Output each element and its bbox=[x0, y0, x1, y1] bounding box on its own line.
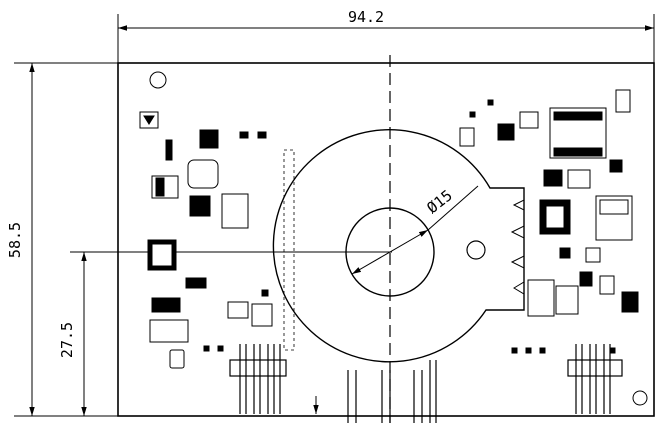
left-pin-header bbox=[229, 344, 287, 414]
right-pin-header bbox=[567, 344, 623, 414]
transformer-teeth bbox=[510, 199, 525, 295]
offset-dimension-label: 27.5 bbox=[58, 322, 76, 358]
center-hole bbox=[345, 207, 435, 297]
width-dimension-label: 94.2 bbox=[348, 8, 384, 26]
diameter-line bbox=[351, 229, 429, 275]
transformer-bracket-left bbox=[283, 149, 295, 351]
mount-hole-right bbox=[466, 240, 486, 260]
extension-lines bbox=[14, 14, 655, 417]
left-components bbox=[139, 71, 273, 369]
diameter-leader bbox=[427, 185, 479, 231]
height-dimension-label: 58.5 bbox=[6, 222, 24, 258]
board-outline bbox=[117, 62, 655, 417]
transformer-body bbox=[272, 129, 525, 363]
transformer-legs bbox=[347, 360, 437, 423]
right-components bbox=[459, 89, 648, 406]
diameter-label: Ø15 bbox=[423, 186, 455, 217]
